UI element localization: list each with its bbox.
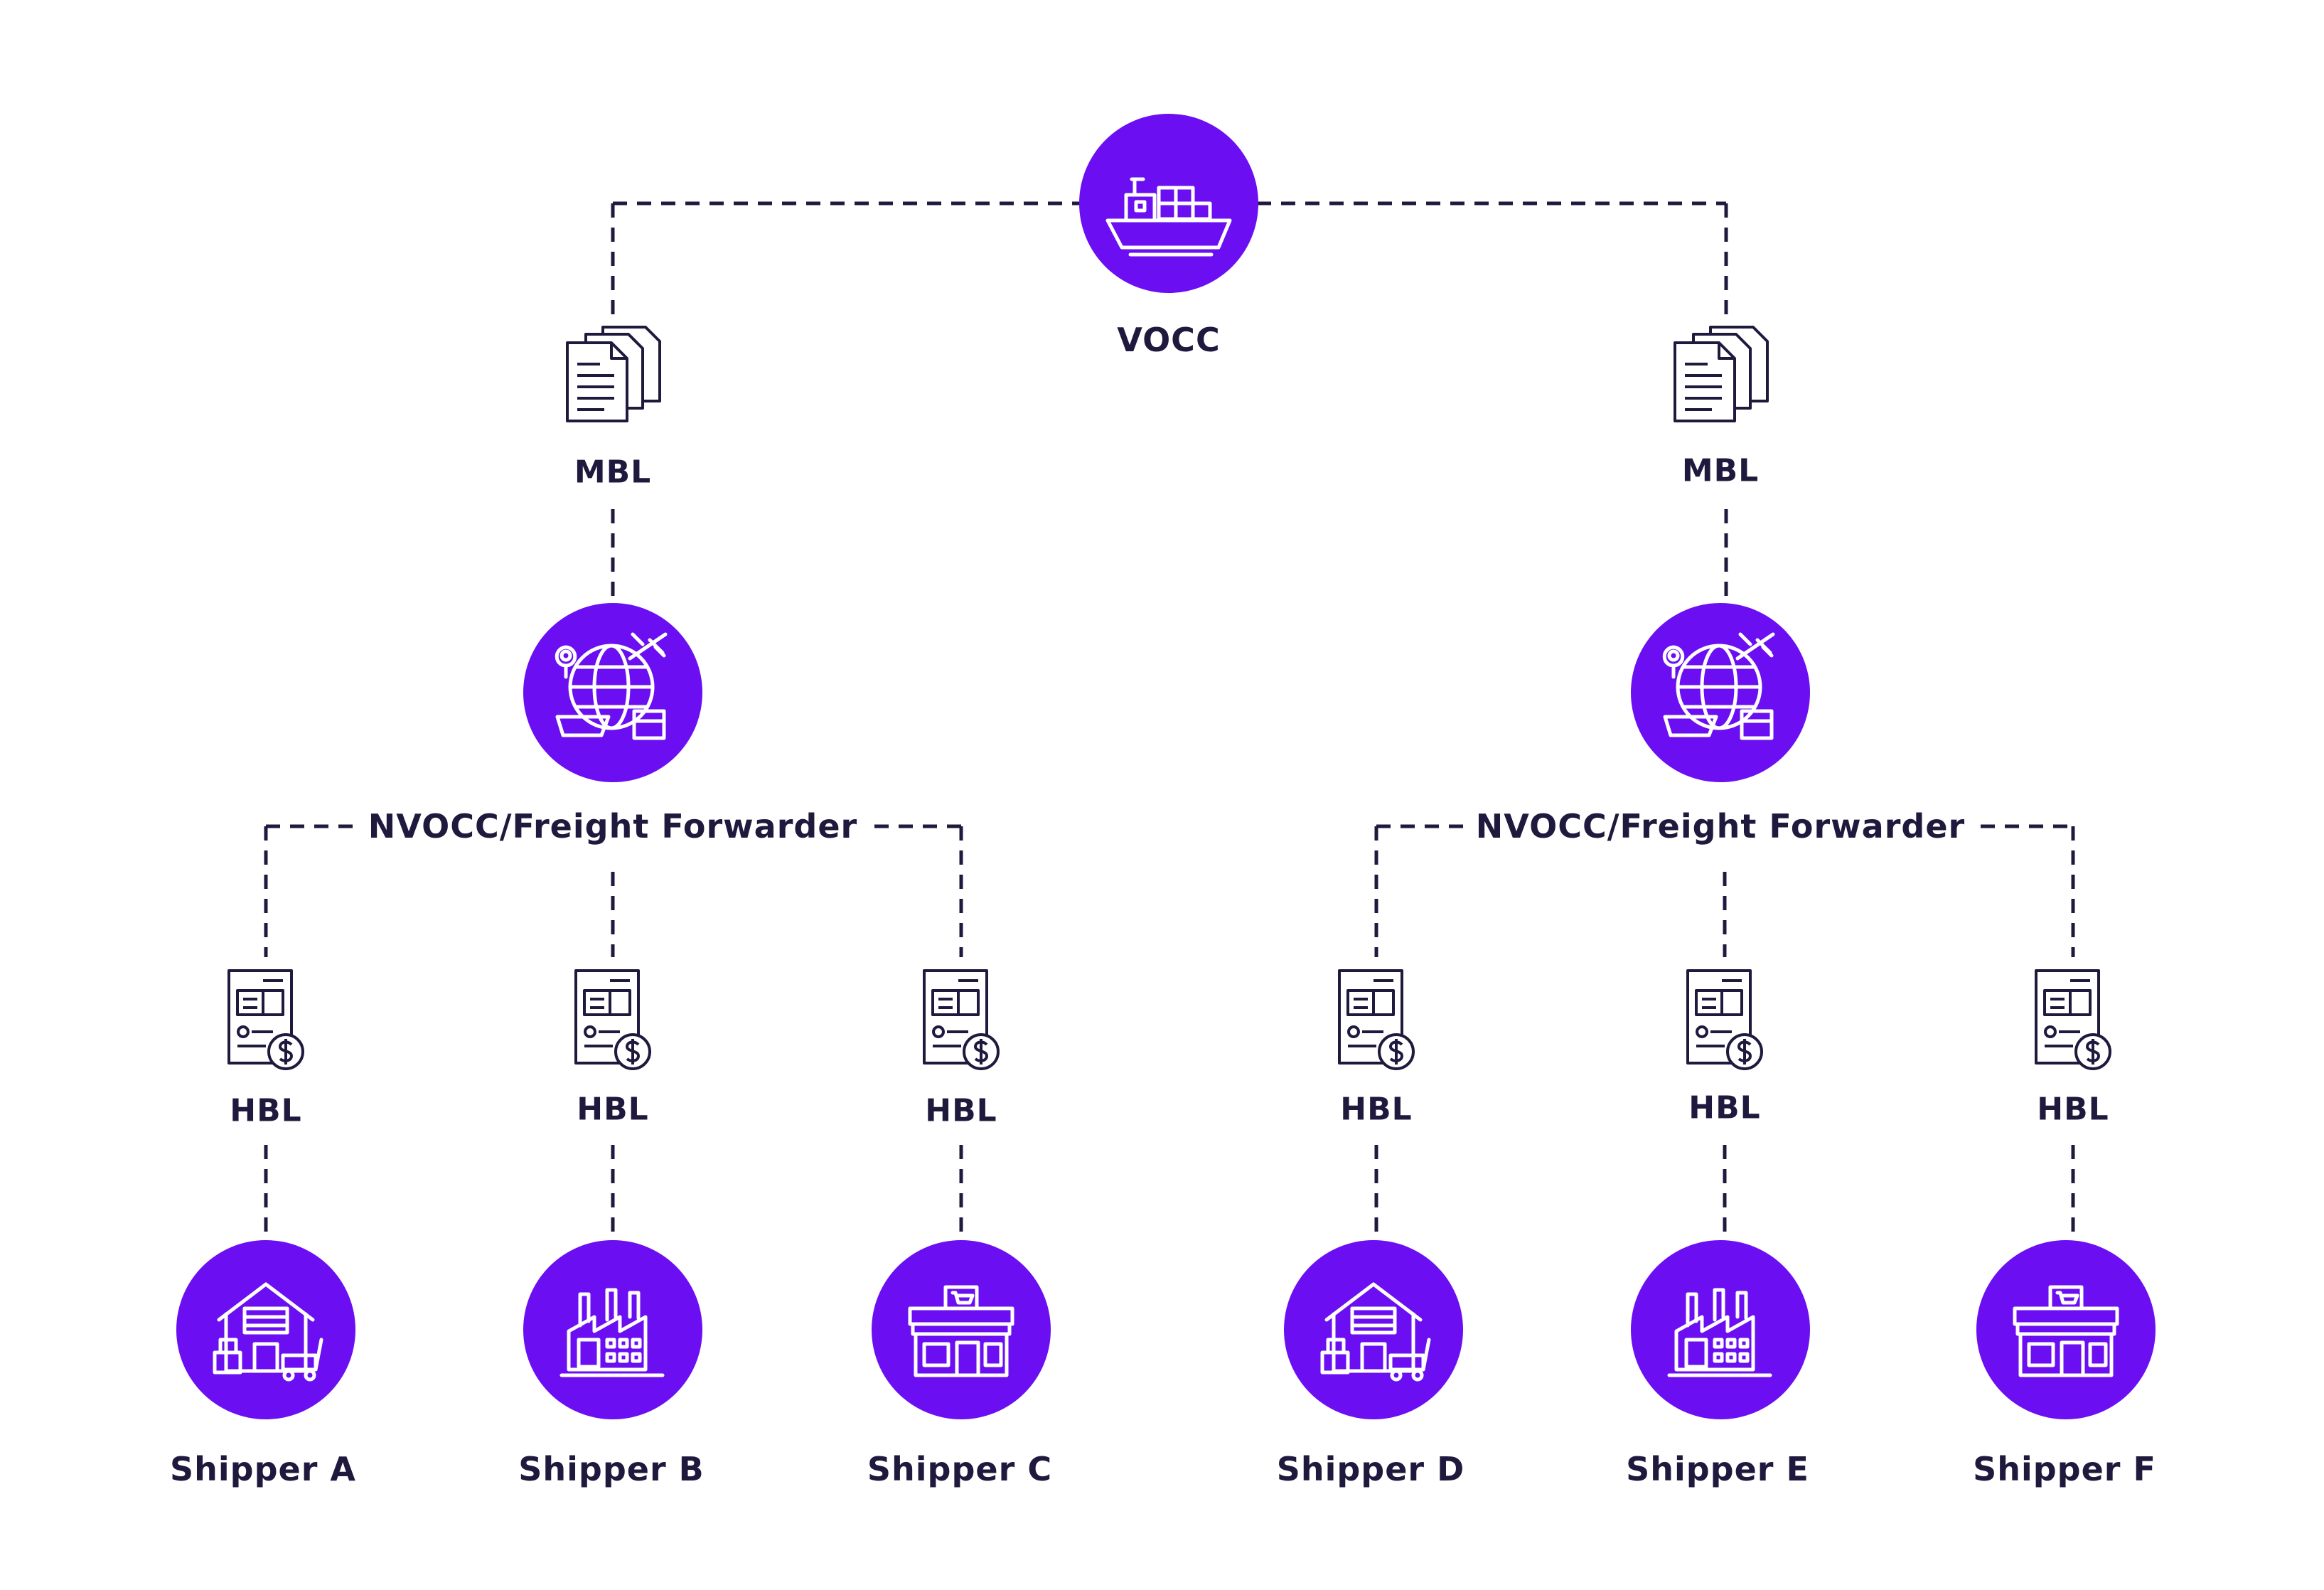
- invoice-dollar-icon: [1686, 969, 1763, 1070]
- shop-icon: [2013, 1285, 2119, 1377]
- warehouse-icon: [1320, 1282, 1431, 1382]
- hbl-label-a: HBL: [230, 1092, 302, 1129]
- factory-icon: [559, 1288, 665, 1377]
- hbl-document-f: [2030, 966, 2116, 1073]
- shipper-node-d: [1284, 1240, 1463, 1419]
- forwarder-label-left: NVOCC/Freight Forwarder: [359, 807, 867, 845]
- shipper-label-d: Shipper D: [1276, 1450, 1465, 1488]
- factory-icon: [1667, 1288, 1772, 1377]
- mbl-document-right: [1669, 323, 1772, 425]
- invoice-dollar-icon: [2035, 969, 2111, 1070]
- cargo-ship-icon: [1105, 177, 1232, 257]
- global-logistics-icon: [1662, 632, 1775, 740]
- forwarder-node-left: [523, 603, 702, 782]
- shipper-label-e: Shipper E: [1626, 1450, 1809, 1488]
- documents-stack-icon: [1674, 326, 1769, 422]
- vocc-node: [1079, 114, 1258, 293]
- invoice-dollar-icon: [574, 969, 651, 1070]
- hbl-label-f: HBL: [2037, 1091, 2109, 1128]
- shipper-label-f: Shipper F: [1973, 1450, 2156, 1488]
- mbl-document-left: [562, 323, 664, 425]
- forwarder-node-right: [1631, 603, 1810, 782]
- shipper-node-e: [1631, 1240, 1810, 1419]
- hbl-document-a: [223, 966, 309, 1073]
- shipper-node-c: [872, 1240, 1051, 1419]
- vocc-label: VOCC: [1117, 321, 1221, 359]
- hbl-label-c: HBL: [925, 1092, 997, 1129]
- mbl-label-right: MBL: [1681, 452, 1760, 489]
- shipper-label-a: Shipper A: [170, 1450, 356, 1488]
- hbl-document-c: [919, 966, 1004, 1073]
- invoice-dollar-icon: [1338, 969, 1415, 1070]
- hbl-label-e: HBL: [1688, 1089, 1761, 1126]
- hbl-document-b: [570, 966, 655, 1073]
- hbl-label-b: HBL: [577, 1091, 649, 1128]
- global-logistics-icon: [555, 632, 668, 740]
- shipper-node-a: [176, 1240, 355, 1419]
- hbl-document-d: [1334, 966, 1419, 1073]
- shipper-label-b: Shipper B: [518, 1450, 705, 1488]
- forwarder-label-right: NVOCC/Freight Forwarder: [1467, 807, 1974, 845]
- shipper-label-c: Shipper C: [867, 1450, 1053, 1488]
- hbl-label-d: HBL: [1340, 1091, 1413, 1128]
- shipper-node-f: [1976, 1240, 2156, 1419]
- mbl-label-left: MBL: [574, 454, 652, 491]
- documents-stack-icon: [566, 326, 661, 422]
- hbl-document-e: [1682, 966, 1767, 1073]
- shop-icon: [908, 1285, 1014, 1377]
- shipper-node-b: [523, 1240, 702, 1419]
- invoice-dollar-icon: [923, 969, 1000, 1070]
- invoice-dollar-icon: [227, 969, 304, 1070]
- warehouse-icon: [213, 1282, 323, 1382]
